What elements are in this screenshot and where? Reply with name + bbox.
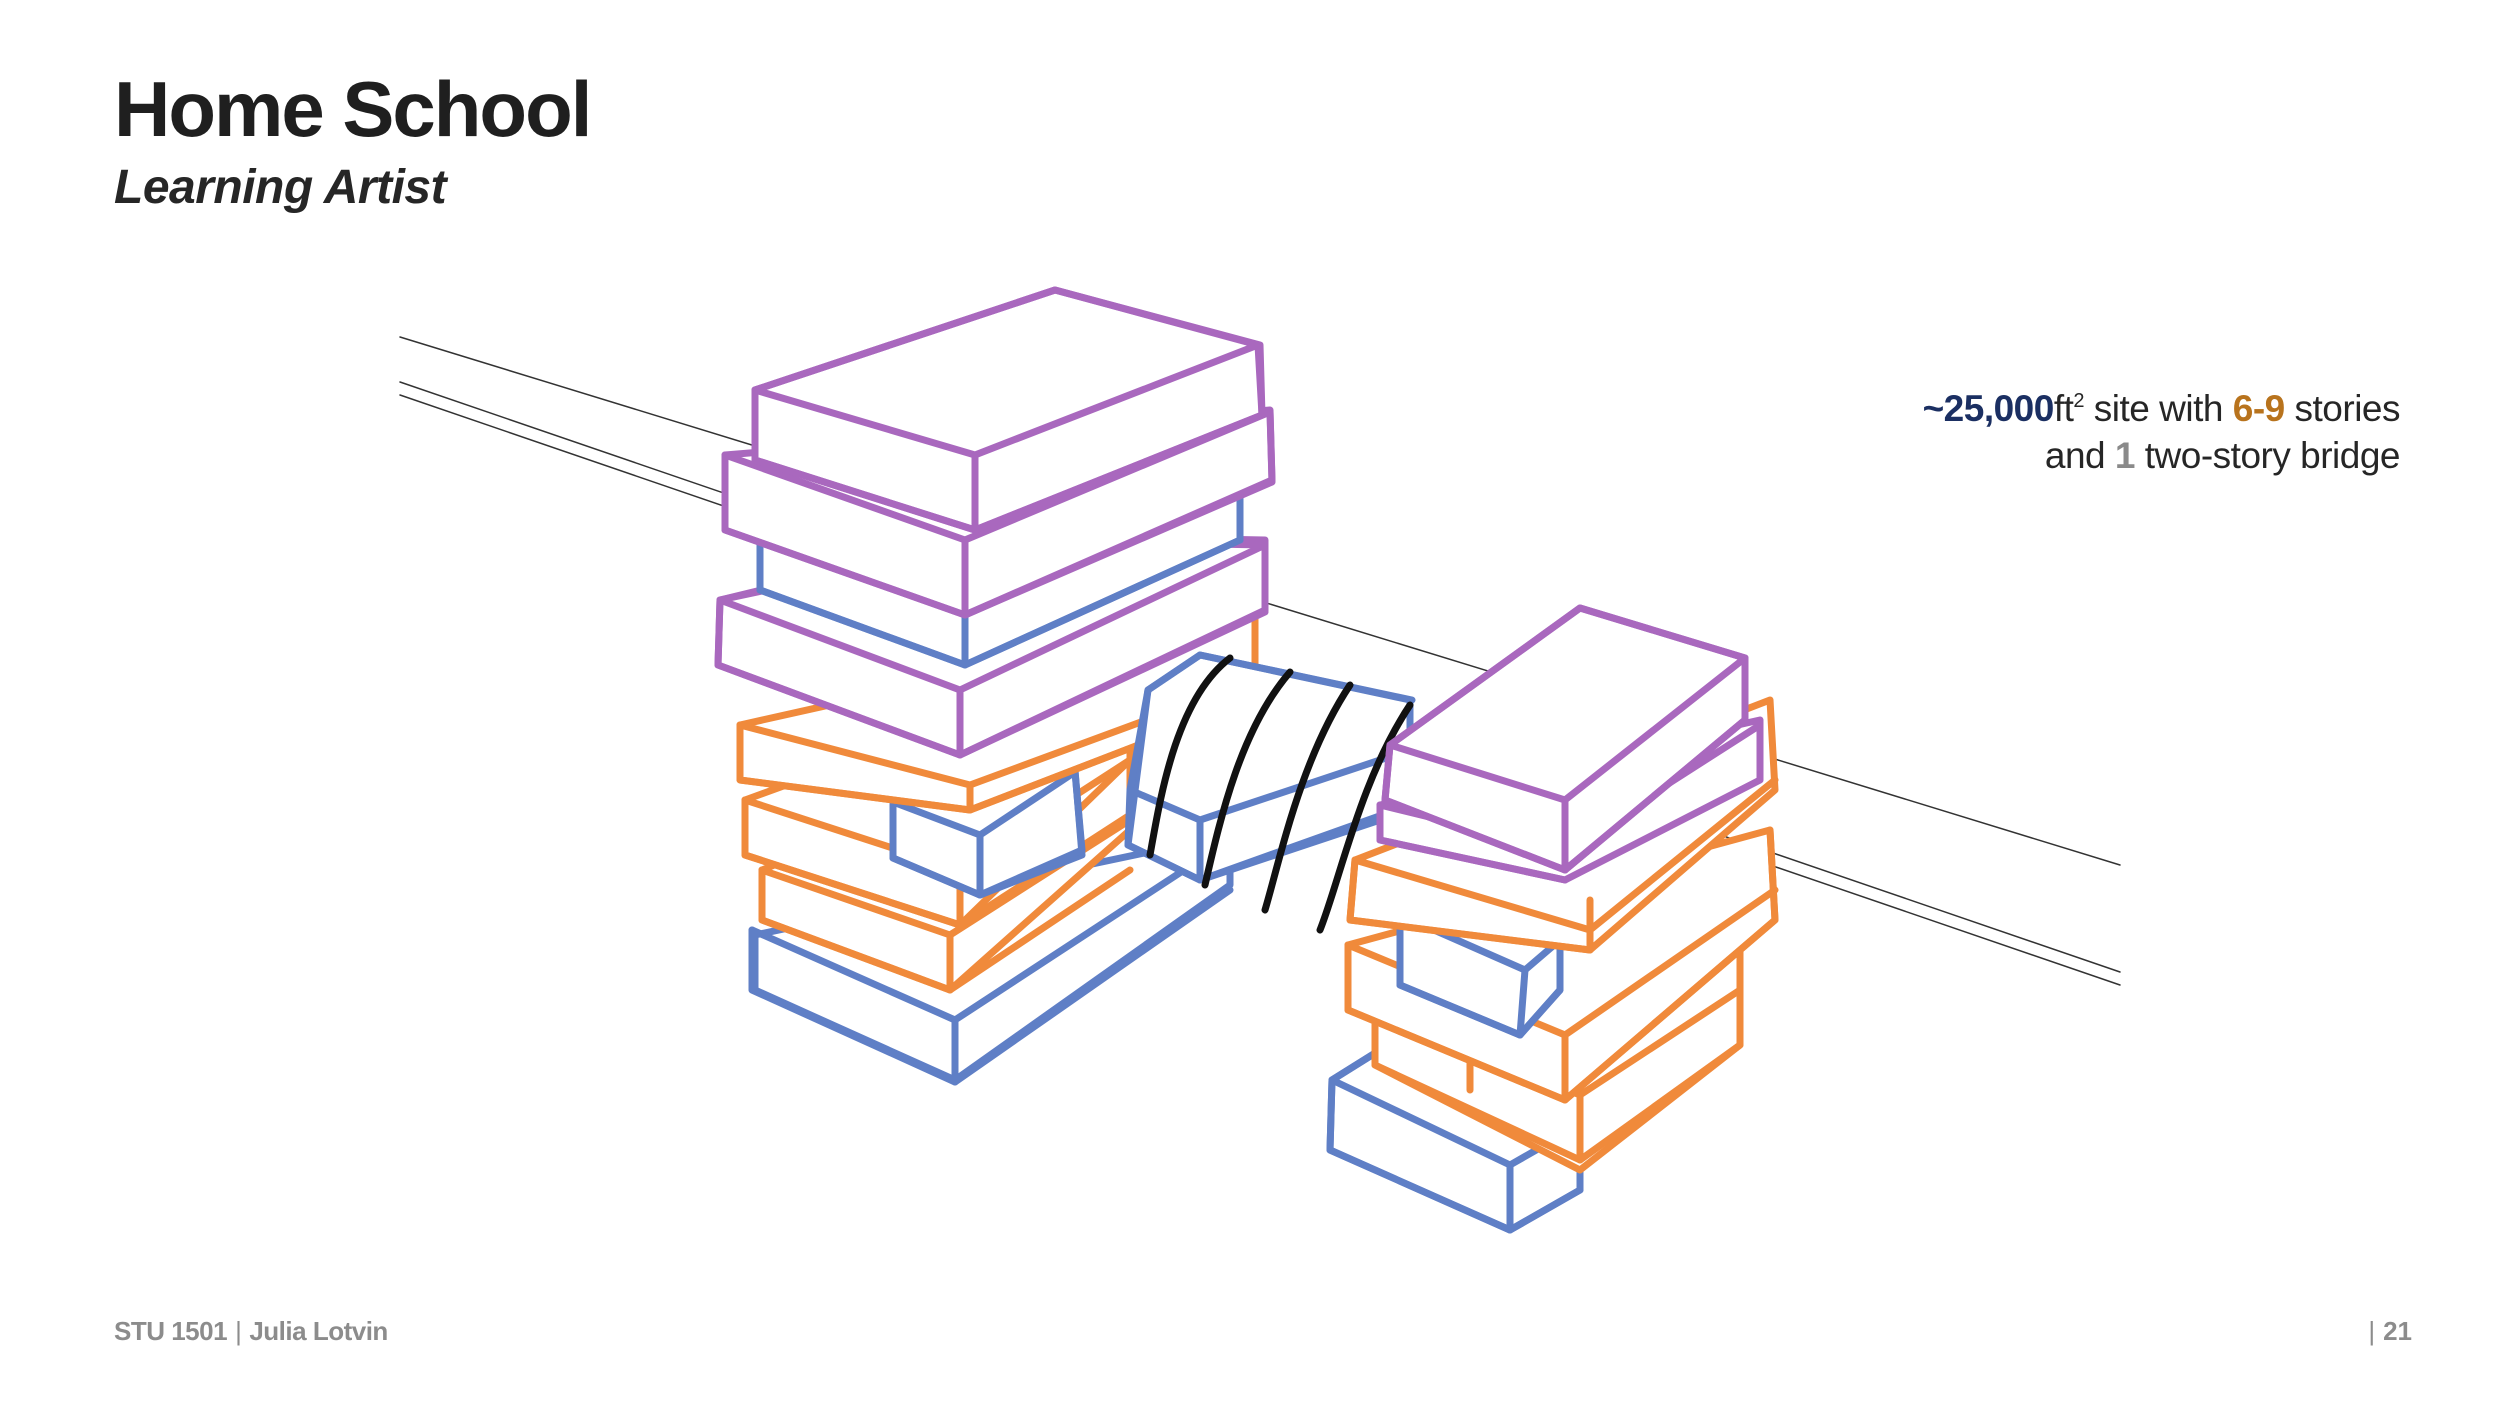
footer-page: |21 <box>2360 1316 2412 1347</box>
and-text: and <box>2044 435 2115 476</box>
left-purple-top <box>751 286 1266 534</box>
area-exponent: 2 <box>2073 390 2085 412</box>
bridge-text: two-story bridge <box>2135 435 2401 476</box>
page-title: Home School <box>114 65 592 153</box>
stories-text: stories <box>2284 388 2401 429</box>
page-separator: | <box>2368 1316 2376 1346</box>
site-stats: ~25,000ft2 site with 6-9 stories and 1 t… <box>1922 378 2401 479</box>
right-purple-top <box>1381 604 1749 874</box>
course-code: STU 1501 <box>114 1316 228 1346</box>
right-tower <box>1326 604 1779 1234</box>
author-name: Julia Lotvin <box>249 1316 388 1346</box>
stats-line-2: and 1 two-story bridge <box>1923 432 2401 479</box>
bridge-count: 1 <box>2114 435 2136 476</box>
area-unit: ft <box>2053 388 2074 429</box>
footer-separator: | <box>235 1316 242 1346</box>
stats-line-1: ~25,000ft2 site with 6-9 stories <box>1922 378 2401 432</box>
site-with-text: site with <box>2084 388 2233 429</box>
stories-value: 6-9 <box>2232 388 2285 429</box>
footer-course-author: STU 1501|Julia Lotvin <box>114 1316 388 1347</box>
page-subtitle: Learning Artist <box>114 161 447 214</box>
left-tower <box>714 286 1276 1086</box>
area-value: ~25,000 <box>1922 388 2055 429</box>
bridge <box>1124 651 1416 934</box>
page-number: 21 <box>2383 1316 2412 1346</box>
